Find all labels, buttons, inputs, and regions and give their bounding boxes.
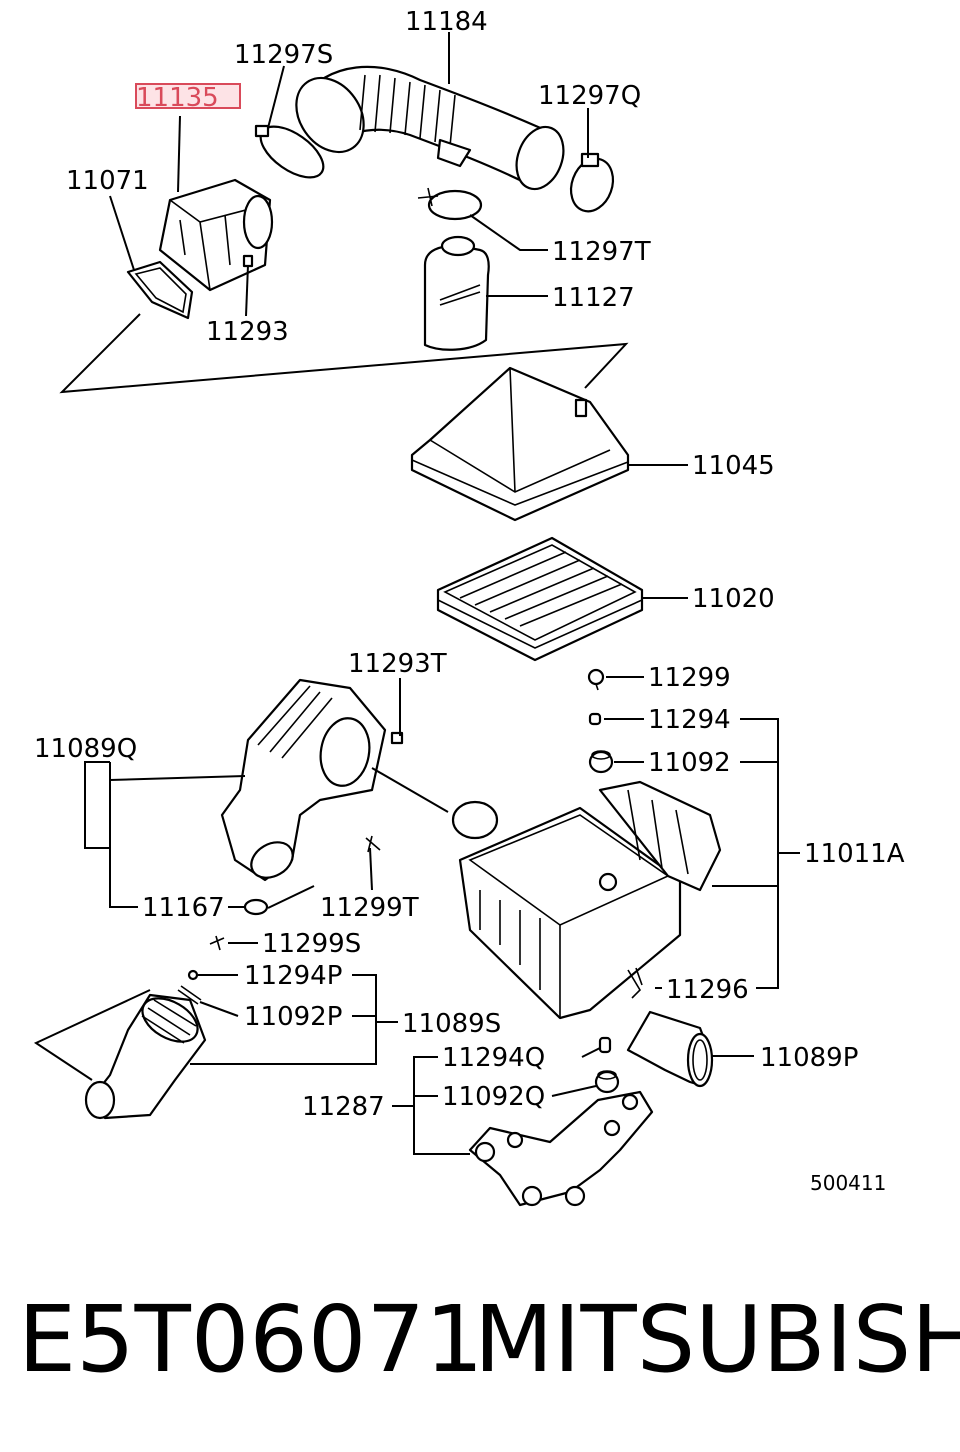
label-11011A: 11011A: [804, 839, 905, 869]
air-duct-11089P: [626, 1010, 714, 1088]
label-11184: 11184: [405, 7, 488, 37]
clamp-11297T: [417, 187, 483, 221]
label-11071: 11071: [66, 166, 149, 196]
callout-middle: [371, 767, 449, 813]
grommet-11092: [588, 750, 614, 774]
label-11294: 11294: [648, 705, 731, 735]
bolt-11299: [587, 668, 605, 691]
label-11293T: 11293T: [348, 649, 447, 679]
air-filter-element-11020: [436, 536, 644, 662]
label-11294Q: 11294Q: [442, 1043, 545, 1073]
part-number: E5T06071: [18, 1286, 484, 1393]
label-11299: 11299: [648, 663, 731, 693]
caption: E5T06071 MITSUBISHI: [0, 1270, 960, 1410]
label-11296: 11296: [666, 975, 749, 1005]
grommet-11092Q: [594, 1070, 620, 1094]
label-11092P: 11092P: [244, 1002, 342, 1032]
collar-11294Q: [598, 1036, 612, 1054]
label-11135: 11135: [136, 83, 219, 113]
clamp-11297S: [254, 124, 325, 179]
label-11299T: 11299T: [320, 893, 419, 923]
label-11089S: 11089S: [402, 1009, 501, 1039]
collar-11294P: [187, 969, 199, 981]
label-11127: 11127: [552, 283, 635, 313]
label-11089Q: 11089Q: [34, 734, 137, 764]
highlight-box-11135: [135, 83, 241, 109]
washer-11167: [243, 898, 269, 916]
air-duct-11089S: [84, 993, 207, 1120]
air-cleaner-body-11011A: [451, 780, 722, 1020]
resonator-11127: [423, 235, 490, 351]
callout-upper: [59, 313, 629, 394]
label-11020: 11020: [692, 584, 775, 614]
parts-diagram: 11184 11297S 11135 11297Q 11071 11297T 1…: [33, 7, 905, 1207]
collar-11294: [588, 712, 602, 726]
label-11299S: 11299S: [262, 929, 361, 959]
label-11294P: 11294P: [244, 961, 342, 991]
clip-11296: [627, 967, 643, 999]
air-cleaner-cover-11045: [410, 366, 630, 522]
leader-lines: [84, 32, 800, 1155]
grommet-11092P: [177, 985, 202, 1005]
intake-hose-11184: [295, 65, 565, 191]
label-11297S: 11297S: [234, 40, 333, 70]
gasket-11071: [126, 260, 194, 320]
label-11293: 11293: [206, 317, 289, 347]
label-11297Q: 11297Q: [538, 81, 641, 111]
callout-lower-1: [267, 885, 315, 909]
label-11167: 11167: [142, 893, 225, 923]
clamp-11297Q: [569, 152, 615, 213]
callout-lower-2: [33, 989, 151, 1081]
label-11045: 11045: [692, 451, 775, 481]
label-11089P: 11089P: [760, 1043, 858, 1073]
bracket-11287: [468, 1090, 654, 1207]
bolt-11299T: [365, 835, 381, 853]
air-duct-11089Q: [220, 678, 404, 882]
label-11297T: 11297T: [552, 237, 651, 267]
air-flow-sensor-11135: [158, 178, 274, 292]
label-11287: 11287: [302, 1092, 385, 1122]
brand-name: MITSUBISHI: [474, 1286, 960, 1393]
diagram-code: 500411: [810, 1171, 886, 1195]
label-11092: 11092: [648, 748, 731, 778]
bolt-11299S: [209, 935, 225, 951]
label-11092Q: 11092Q: [442, 1082, 545, 1112]
